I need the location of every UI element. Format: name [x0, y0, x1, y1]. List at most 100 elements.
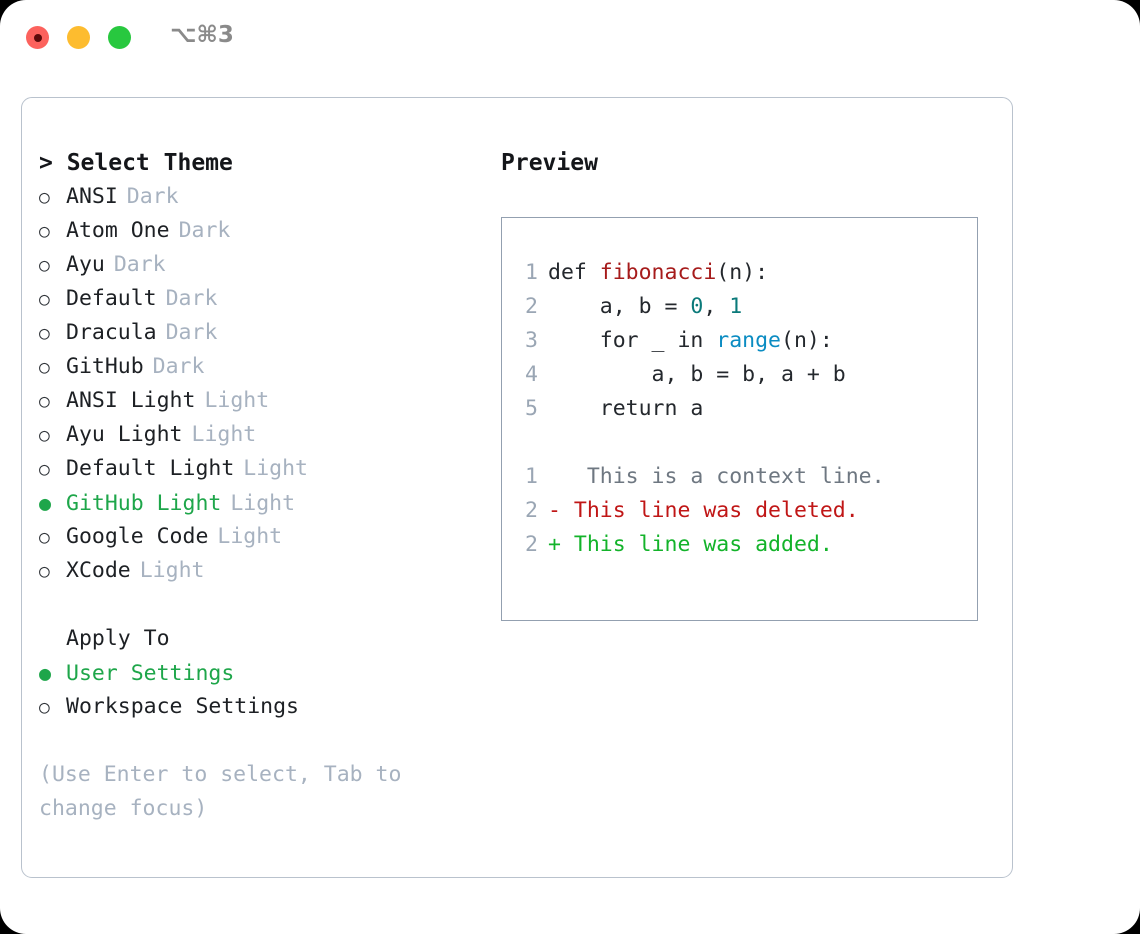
code-line: 5 return a — [502, 392, 977, 426]
code-line-text: a, b = b, a + b — [548, 358, 846, 392]
diff-sign: + — [548, 532, 561, 557]
diff-line-number: 2 — [525, 532, 538, 557]
radio-unselected-icon[interactable]: ○ — [39, 187, 50, 208]
apply-to-heading: Apply To — [66, 626, 170, 651]
radio-selected-icon[interactable]: ● — [39, 661, 52, 685]
radio-unselected-icon[interactable]: ○ — [39, 697, 50, 718]
code-line-text: a, b = 0, 1 — [548, 290, 742, 324]
theme-list-item[interactable]: ● GitHub Light Light — [39, 486, 479, 520]
diff-line-text: This line was deleted. — [560, 498, 859, 523]
code-diff-separator — [502, 426, 977, 460]
radio-unselected-icon[interactable]: ○ — [39, 221, 50, 242]
radio-selected-icon[interactable]: ● — [39, 491, 52, 515]
code-line-number: 5 — [525, 396, 538, 421]
theme-variant-badge: Light — [243, 456, 309, 481]
theme-list-item[interactable]: ○ Ayu Light Light — [39, 418, 479, 452]
keyboard-hint-text: (Use Enter to select, Tab to change focu… — [39, 762, 402, 821]
theme-variant-badge: Dark — [178, 218, 231, 243]
diff-line-text: This line was added. — [560, 532, 833, 557]
apply-to-option-label: User Settings — [66, 661, 235, 686]
theme-list-item[interactable]: ○ Atom One Dark — [39, 214, 479, 248]
theme-variant-badge: Light — [204, 388, 270, 413]
theme-name-label: Ayu — [66, 252, 105, 277]
code-line-number: 4 — [525, 362, 538, 387]
radio-unselected-icon[interactable]: ○ — [39, 255, 50, 276]
diff-line: 2 + This line was added. — [502, 528, 977, 562]
code-token: a, b = b, a + b — [548, 362, 846, 387]
theme-name-label: ANSI Light — [66, 388, 196, 413]
diff-line: 1 This is a context line. — [502, 460, 977, 494]
code-line: 4 a, b = b, a + b — [502, 358, 977, 392]
theme-variant-badge: Dark — [165, 286, 218, 311]
radio-unselected-icon[interactable]: ○ — [39, 561, 50, 582]
code-token: fibonacci — [599, 260, 717, 285]
code-token: range — [716, 328, 782, 353]
apply-to-option[interactable]: ○ Workspace Settings — [39, 690, 479, 724]
code-token: 1 — [729, 294, 743, 319]
theme-name-label: GitHub Light — [66, 491, 222, 516]
code-token: (n): — [781, 328, 833, 353]
radio-unselected-icon[interactable]: ○ — [39, 391, 50, 412]
diff-line: 2- This line was deleted. — [502, 494, 977, 528]
theme-name-label: XCode — [66, 558, 131, 583]
diff-line-content: + This line was added. — [548, 528, 833, 562]
theme-name-label: Ayu Light — [66, 422, 183, 447]
theme-list-item[interactable]: ○ Dracula Dark — [39, 316, 479, 350]
diff-sign: - — [548, 498, 561, 523]
theme-variant-badge: Light — [230, 491, 296, 516]
code-token: 0 — [690, 294, 704, 319]
minimize-button-icon[interactable] — [67, 26, 90, 49]
diff-line-content: This is a context line. — [548, 460, 885, 494]
theme-variant-badge: Dark — [165, 320, 218, 345]
code-line-text: return a — [548, 392, 704, 426]
apply-to-option[interactable]: ● User Settings — [39, 656, 479, 690]
theme-name-label: Default — [66, 286, 157, 311]
theme-list-item[interactable]: ○ ANSI Light Light — [39, 384, 479, 418]
theme-name-label: Google Code — [66, 524, 209, 549]
diff-sign — [548, 464, 561, 489]
code-line-number: 3 — [525, 328, 538, 353]
code-line-number: 1 — [525, 260, 538, 285]
diff-line-text: This is a context line. — [560, 464, 885, 489]
theme-name-label: Default Light — [66, 456, 235, 481]
radio-unselected-icon[interactable]: ○ — [39, 425, 50, 446]
code-line: 3 for _ in range(n): — [502, 324, 977, 358]
keyboard-shortcut-label: ⌥⌘3 — [170, 22, 234, 48]
list-spacer — [39, 588, 479, 622]
code-token: return a — [548, 396, 704, 421]
diff-sample: 1 This is a context line.2- This line wa… — [502, 460, 977, 562]
radio-unselected-icon[interactable]: ○ — [39, 289, 50, 310]
apply-to-option-label: Workspace Settings — [66, 694, 299, 719]
theme-list-item[interactable]: ○ Default Light Light — [39, 452, 479, 486]
theme-list-item[interactable]: ○ Default Dark — [39, 282, 479, 316]
window-controls — [26, 26, 131, 49]
close-button-icon[interactable] — [26, 26, 49, 49]
radio-unselected-icon[interactable]: ○ — [39, 459, 50, 480]
radio-unselected-icon[interactable]: ○ — [39, 527, 50, 548]
theme-list-item[interactable]: ○ Google Code Light — [39, 520, 479, 554]
theme-name-label: Dracula — [66, 320, 157, 345]
theme-name-label: GitHub — [66, 354, 144, 379]
radio-unselected-icon[interactable]: ○ — [39, 323, 50, 344]
diff-line-number: 1 — [525, 464, 538, 489]
code-line-number: 2 — [525, 294, 538, 319]
code-line-text: for _ in range(n): — [548, 324, 833, 358]
theme-variant-badge: Light — [191, 422, 257, 447]
code-token: a, b = — [548, 294, 691, 319]
code-token: , — [703, 294, 730, 319]
maximize-button-icon[interactable] — [108, 26, 131, 49]
theme-name-label: Atom One — [66, 218, 170, 243]
theme-variant-badge: Light — [217, 524, 283, 549]
radio-unselected-icon[interactable]: ○ — [39, 357, 50, 378]
